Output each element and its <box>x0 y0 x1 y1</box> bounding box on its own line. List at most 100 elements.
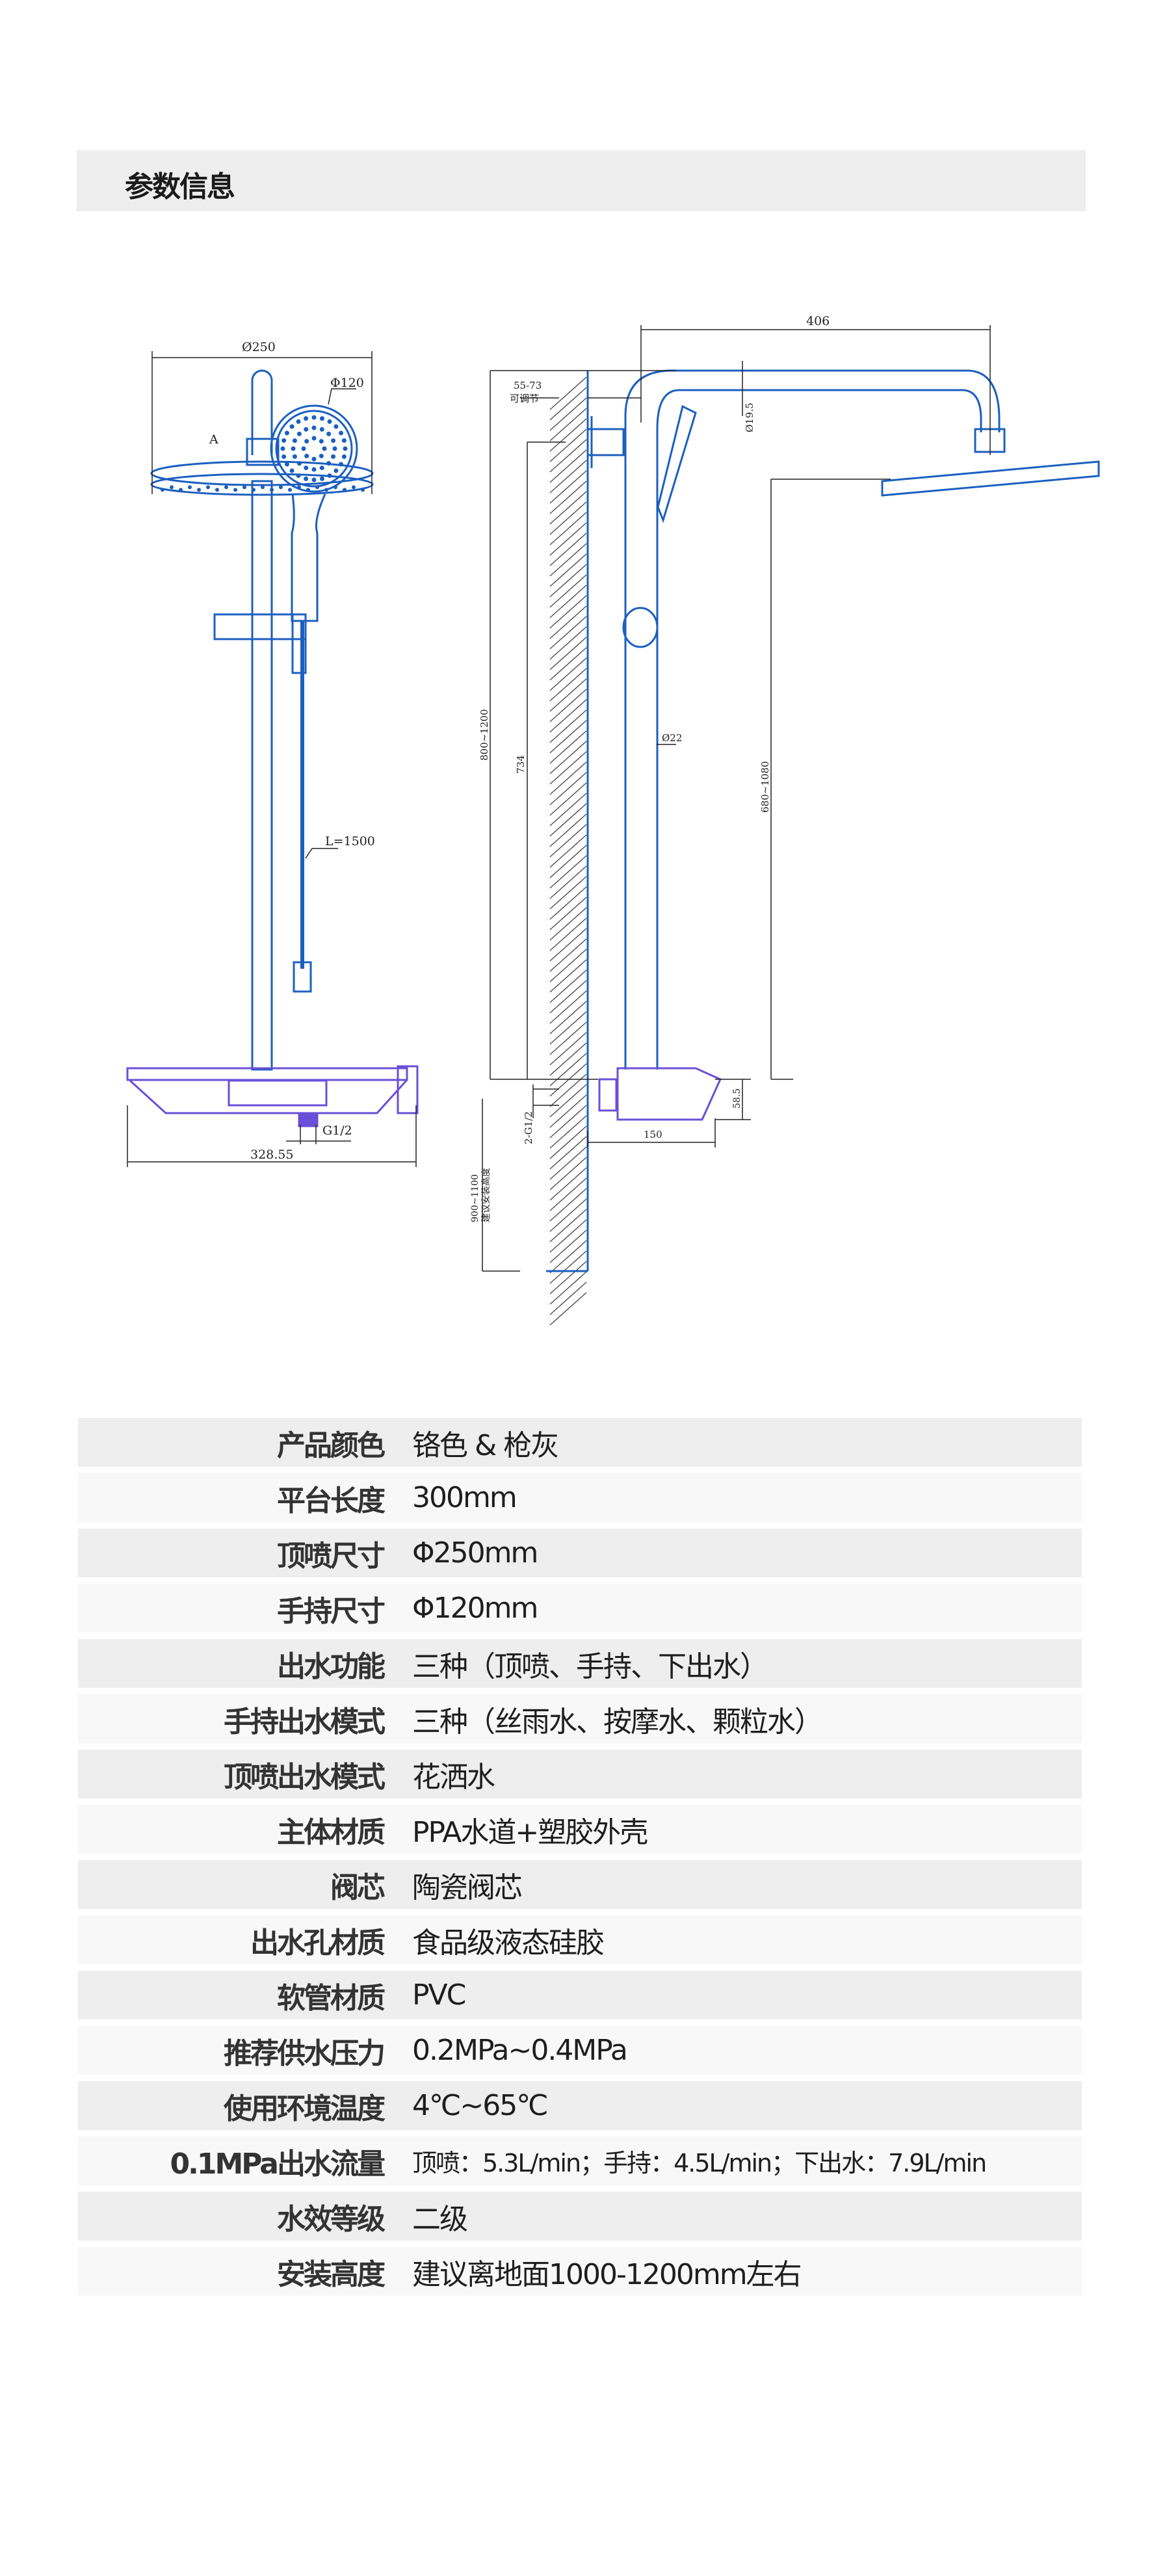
hatch-line <box>549 470 587 504</box>
diverter-valve <box>622 607 659 648</box>
spec-row: 平台长度 300mm <box>78 1473 1082 1522</box>
nozzle-dot <box>289 424 295 429</box>
bottom-bar-front <box>126 1065 419 1127</box>
hand-shower-head <box>270 404 358 493</box>
dim-arm-diameter: Ø19.5 <box>744 402 755 432</box>
slide-bracket <box>213 613 307 674</box>
hatch-line <box>549 969 587 1003</box>
nozzle-dot <box>304 416 309 421</box>
hatch-line <box>549 959 587 993</box>
spec-value: 300mm <box>412 1481 517 1514</box>
hatch-line <box>549 855 587 889</box>
nozzle-dot <box>311 467 317 472</box>
hatch-line <box>549 376 587 410</box>
nozzle-dot <box>341 454 347 459</box>
nozzle-dot <box>289 468 295 473</box>
hatch-line <box>549 730 587 764</box>
spec-row: 顶喷尺寸 Φ250mm <box>78 1529 1082 1577</box>
dim-bar-depth: 150 <box>644 1129 662 1140</box>
spec-value: 二级 <box>412 2202 468 2236</box>
nozzle-dot <box>281 438 287 443</box>
hatch-line <box>549 1125 587 1159</box>
spec-row: 产品颜色铬色 & 枪灰 <box>78 1418 1082 1467</box>
dim-inlet-thread: 2-G1/2 <box>523 1111 534 1144</box>
hatch-line <box>549 1261 587 1295</box>
hatch-line <box>549 397 587 431</box>
spec-label: 使用环境温度 <box>224 2092 386 2125</box>
spec-label: 主体材质 <box>277 1815 386 1849</box>
hatch-line <box>549 1229 587 1263</box>
hatch-line <box>549 845 587 878</box>
spec-row: 0.1MPa出水流量顶喷：5.3L/min；手持：4.5L/min；下出水：7.… <box>78 2136 1082 2185</box>
dim-bar-height: 58.5 <box>732 1088 742 1109</box>
spec-label: 平台长度 <box>277 1484 386 1518</box>
nozzle-dot <box>292 454 297 459</box>
nozzle-dot <box>284 462 289 467</box>
spec-value: 顶喷：5.3L/min；手持：4.5L/min；下出水：7.9L/min <box>412 2149 987 2177</box>
hatch-line <box>549 1157 587 1190</box>
hatch-line <box>549 605 587 639</box>
spec-row: 安装高度建议离地面1000-1200mm左右 <box>78 2247 1082 2296</box>
spec-label: 出水功能 <box>277 1649 386 1683</box>
spec-label: 手持尺寸 <box>277 1594 386 1628</box>
hatch-line <box>549 480 587 514</box>
hatch-line <box>549 699 587 733</box>
hatch-line <box>549 793 587 826</box>
dim-install-height: 900~1100 <box>470 1174 480 1222</box>
riser-pipe <box>251 480 273 1071</box>
spec-label: 顶喷尺寸 <box>277 1539 386 1573</box>
hatch-line <box>549 574 587 608</box>
nozzle-dot <box>339 430 344 436</box>
nozzle-dot <box>327 419 332 424</box>
nozzle-dot <box>233 488 237 492</box>
hatch-line <box>549 865 587 899</box>
spec-row: 手持出水模式三种（丝雨水、按摩水、颗粒水） <box>78 1694 1082 1743</box>
hatch-line <box>549 501 587 535</box>
hatch-line <box>549 449 587 483</box>
hatch-line <box>549 886 587 920</box>
hatch-line <box>549 428 587 462</box>
hatch-line <box>549 782 587 816</box>
nozzle-dot <box>304 439 309 444</box>
nozzle-dot <box>296 431 302 436</box>
spec-label: 顶喷出水模式 <box>224 1760 386 1794</box>
hatch-line <box>549 751 587 785</box>
hatch-line <box>549 938 587 972</box>
nozzle-dot <box>224 485 228 490</box>
spec-row: 出水功能三种（顶喷、手持、下出水） <box>78 1639 1082 1688</box>
nozzle-dot <box>319 476 324 481</box>
nozzle-dot <box>322 446 327 451</box>
hatch-line <box>549 1011 587 1045</box>
nozzle-dot <box>334 424 339 429</box>
hatch-line <box>549 741 587 774</box>
nozzle-dot <box>319 466 324 471</box>
nozzle-dot <box>304 466 309 471</box>
spec-value: 三种（顶喷、手持、下出水） <box>412 1649 768 1683</box>
spec-label: 0.1MPa出水流量 <box>170 2147 386 2181</box>
front-dimensions <box>127 351 417 1167</box>
hatch-line <box>549 585 587 618</box>
nozzle-dot <box>188 485 192 490</box>
side-top-head <box>881 460 1100 497</box>
hatch-line <box>549 1063 587 1097</box>
nozzle-dot <box>242 485 246 490</box>
hatch-line <box>549 678 587 712</box>
hatch-line <box>549 532 587 566</box>
nozzle-dot <box>341 438 347 443</box>
nozzle-dot <box>304 453 309 458</box>
spec-value: Φ250mm <box>412 1536 538 1570</box>
hatch-line <box>549 1053 587 1086</box>
spec-value: 4℃~65℃ <box>412 2089 549 2122</box>
nozzle-dot <box>279 485 283 490</box>
hose-end <box>293 961 312 993</box>
dim-adjust-range: 55-73 <box>514 380 542 391</box>
nozzle-dot <box>319 453 324 458</box>
hatch-line <box>549 1032 587 1066</box>
spec-value: 铬色 & 枪灰 <box>412 1428 559 1462</box>
hatch-line <box>549 1084 587 1118</box>
nozzle-dot <box>319 439 324 444</box>
nozzle-dot <box>301 446 306 451</box>
